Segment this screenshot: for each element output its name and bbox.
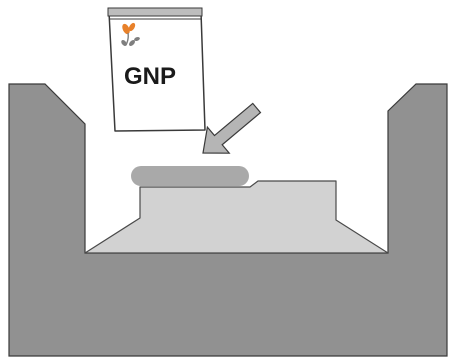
- mold-body: [8, 83, 448, 357]
- rubber-tree-leaf-icon: [121, 22, 140, 46]
- gnp-package: GNP: [107, 7, 206, 132]
- gnp-layer: [131, 166, 249, 186]
- package-label: GNP: [124, 63, 176, 90]
- applicator-arrow: [202, 102, 262, 154]
- package-top-seal: [107, 7, 203, 17]
- molded-part: [84, 180, 389, 254]
